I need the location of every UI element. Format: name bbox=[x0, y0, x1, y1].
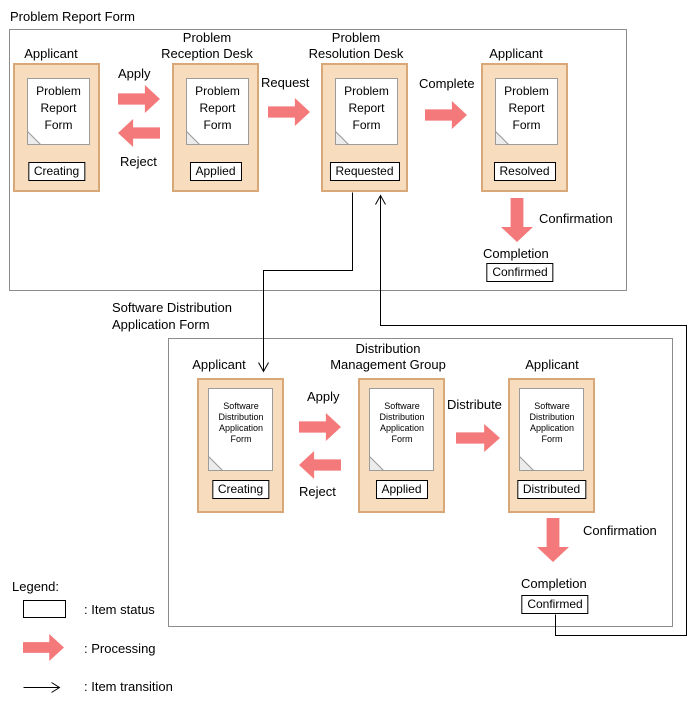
page-title: Problem Report Form bbox=[10, 9, 135, 24]
flow-label-distribute: Distribute bbox=[447, 397, 502, 412]
software-section-title: Software Distribution Application Form bbox=[112, 299, 232, 333]
label-applicant-left: Applicant bbox=[24, 46, 78, 61]
flow-label-sw-confirmation: Confirmation bbox=[583, 523, 657, 538]
doc-line: Report bbox=[508, 101, 545, 115]
flow-label-request: Request bbox=[261, 75, 310, 90]
software-title-line1: Software Distribution bbox=[112, 300, 232, 315]
status-box: Creating bbox=[27, 162, 86, 181]
legend-title: Legend: bbox=[12, 579, 59, 594]
flow-label-apply: Apply bbox=[118, 66, 151, 81]
doc-line: Report bbox=[199, 101, 236, 115]
status-sw-confirmed: Confirmed bbox=[521, 595, 589, 614]
legend-item-status-label: : Item status bbox=[84, 602, 155, 617]
status-box: Resolved bbox=[493, 162, 556, 181]
status-box: Applied bbox=[375, 480, 428, 499]
status-box: Applied bbox=[189, 162, 242, 181]
document-title: Software Distribution Application Form bbox=[208, 401, 274, 445]
flow-label-confirmation: Confirmation bbox=[539, 211, 613, 226]
document-icon bbox=[495, 78, 558, 145]
label-line: Problem bbox=[331, 30, 381, 45]
status-confirmed: Confirmed bbox=[486, 263, 554, 282]
label-line: Management Group bbox=[330, 357, 446, 372]
doc-line: Report bbox=[40, 101, 77, 115]
label-reception-desk: Problem Reception Desk bbox=[137, 30, 277, 62]
legend-transition-arrowhead-icon bbox=[51, 682, 61, 693]
document-title: Problem Report Form bbox=[335, 83, 398, 134]
label-line: Problem bbox=[182, 30, 232, 45]
document-icon bbox=[208, 388, 273, 471]
doc-line: Problem bbox=[344, 84, 389, 98]
doc-line: Distribution bbox=[529, 412, 575, 422]
status-box: Requested bbox=[329, 162, 400, 181]
label-resolution-desk: Problem Resolution Desk bbox=[286, 30, 426, 62]
station-sw-applicant-distributed: Software Distribution Application Form D… bbox=[508, 378, 595, 513]
doc-line: Distribution bbox=[379, 412, 425, 422]
document-icon bbox=[27, 78, 90, 145]
legend-processing-arrow bbox=[23, 634, 64, 661]
label-sw-applicant-right: Applicant bbox=[525, 357, 579, 372]
doc-line: Form bbox=[391, 434, 413, 444]
doc-line: Distribution bbox=[218, 412, 264, 422]
station-reception-applied: Problem Report Form Applied bbox=[172, 63, 259, 192]
doc-line: Form bbox=[44, 118, 73, 132]
flow-label-sw-apply: Apply bbox=[307, 389, 340, 404]
doc-line: Software bbox=[534, 401, 570, 411]
status-box: Creating bbox=[211, 480, 270, 499]
doc-line: Application bbox=[379, 423, 425, 433]
document-icon bbox=[335, 78, 398, 145]
station-applicant-resolved: Problem Report Form Resolved bbox=[481, 63, 568, 192]
document-title: Problem Report Form bbox=[27, 83, 90, 134]
doc-line: Application bbox=[218, 423, 264, 433]
document-title: Problem Report Form bbox=[495, 83, 558, 134]
doc-line: Form bbox=[541, 434, 563, 444]
doc-line: Software bbox=[384, 401, 420, 411]
doc-line: Problem bbox=[195, 84, 240, 98]
station-applicant-creating: Problem Report Form Creating bbox=[13, 63, 100, 192]
flow-label-complete: Complete bbox=[419, 76, 475, 91]
flow-label-sw-completion: Completion bbox=[521, 576, 587, 591]
doc-line: Form bbox=[203, 118, 232, 132]
doc-line: Problem bbox=[504, 84, 549, 98]
document-title: Software Distribution Application Form bbox=[519, 401, 585, 445]
station-distribution-applied: Software Distribution Application Form A… bbox=[358, 378, 445, 513]
status-box: Distributed bbox=[516, 480, 587, 499]
label-distribution-mgmt-group: Distribution Management Group bbox=[308, 341, 468, 373]
doc-line: Application bbox=[529, 423, 575, 433]
label-line: Reception Desk bbox=[161, 46, 253, 61]
doc-line: Problem bbox=[36, 84, 81, 98]
software-title-line2: Application Form bbox=[112, 317, 210, 332]
flow-label-completion: Completion bbox=[483, 246, 549, 261]
doc-line: Form bbox=[512, 118, 541, 132]
flow-label-reject: Reject bbox=[120, 154, 157, 169]
label-sw-applicant-left: Applicant bbox=[192, 357, 246, 372]
label-applicant-right: Applicant bbox=[489, 46, 543, 61]
document-title: Problem Report Form bbox=[186, 83, 249, 134]
flow-label-sw-reject: Reject bbox=[299, 484, 336, 499]
doc-line: Report bbox=[348, 101, 385, 115]
label-line: Distribution bbox=[355, 341, 421, 356]
document-title: Software Distribution Application Form bbox=[369, 401, 435, 445]
legend-item-transition-label: : Item transition bbox=[84, 679, 173, 694]
station-resolution-requested: Problem Report Form Requested bbox=[321, 63, 408, 192]
doc-line: Software bbox=[223, 401, 259, 411]
legend-processing-label: : Processing bbox=[84, 641, 156, 656]
doc-line: Form bbox=[230, 434, 252, 444]
document-icon bbox=[186, 78, 249, 145]
legend-item-status-symbol bbox=[23, 600, 66, 618]
station-sw-applicant-creating: Software Distribution Application Form C… bbox=[197, 378, 284, 513]
doc-line: Form bbox=[352, 118, 381, 132]
label-line: Resolution Desk bbox=[308, 46, 404, 61]
